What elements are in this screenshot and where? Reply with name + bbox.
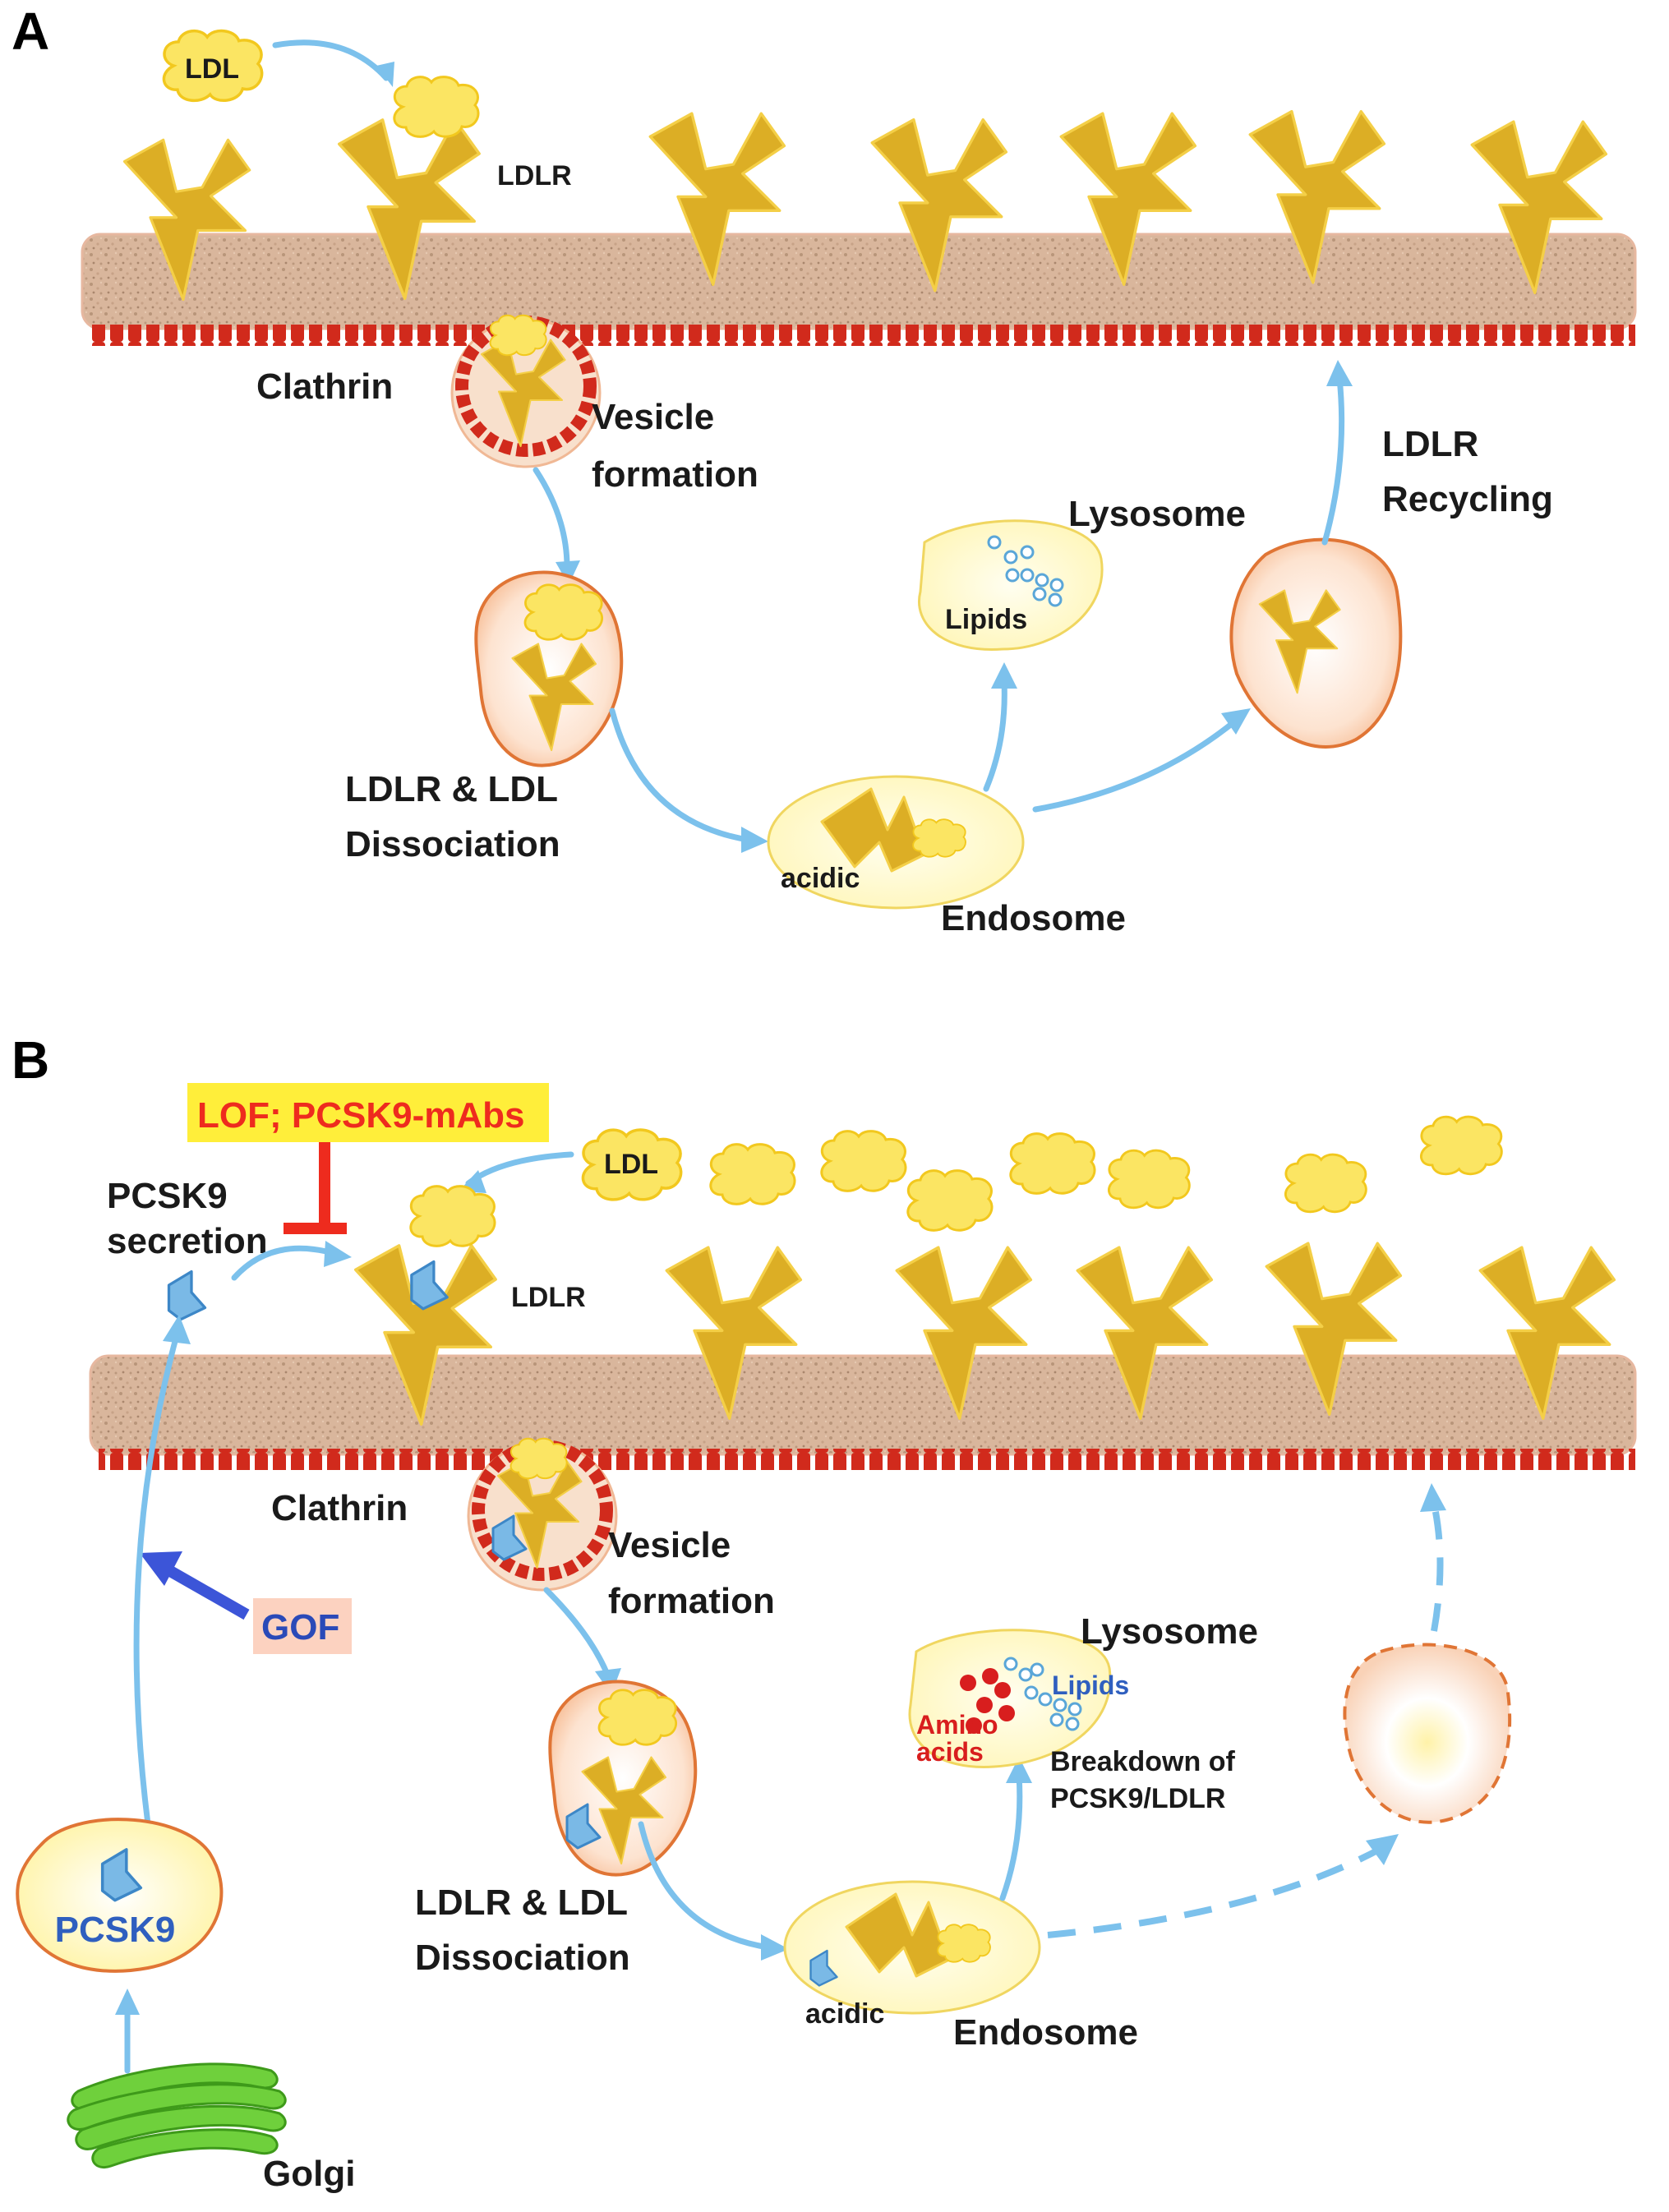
arrowhead-icon [1006, 1757, 1032, 1783]
gof-arrowhead-icon [140, 1551, 182, 1586]
dissociation-label-a-1: LDLR & LDL [345, 769, 558, 809]
dissociation-label-a-2: Dissociation [345, 824, 560, 864]
ldl-particle-icon [1009, 1132, 1096, 1195]
panel-b-label: B [12, 1030, 49, 1090]
breakdown-label-2: PCSK9/LDLR [1050, 1783, 1225, 1814]
gof-label: GOF [261, 1607, 339, 1647]
dashed-arrow-degraded-b [1047, 1846, 1382, 1938]
arrow-to-vesicle-b [543, 1587, 611, 1680]
arrow-to-endosome-a [609, 707, 751, 843]
dashed-arrow-recycling-b [1431, 1503, 1444, 1632]
clathrin-label-a: Clathrin [256, 366, 393, 407]
gof-arrow-shaft [157, 1560, 250, 1620]
arrow-to-vesicle-a [533, 467, 570, 570]
lysosome-label-a: Lysosome [1068, 494, 1246, 534]
amino-label-b-1: Amino [916, 1710, 998, 1740]
empty-vesicle-b [1343, 1643, 1512, 1824]
amino-acid-dots-icon [960, 1668, 1015, 1734]
ldl-label-b: LDL [604, 1149, 658, 1180]
vesicle-formation-label-b-1: Vesicle [608, 1525, 731, 1565]
cell-membrane-a [81, 233, 1637, 330]
lipids-label-b: Lipids [1052, 1671, 1129, 1700]
ldl-particle-icon [409, 1185, 496, 1247]
arrowhead-icon [556, 560, 580, 585]
arrow-to-lysosome-b [999, 1772, 1023, 1901]
clathrin-layer-b [99, 1449, 1635, 1470]
pcsk9-label: PCSK9 [55, 1910, 176, 1950]
ldl-particle-icon [1419, 1115, 1503, 1176]
lof-highlight [187, 1083, 549, 1142]
arrowhead-icon [1420, 1483, 1446, 1512]
cell-membrane-b [89, 1354, 1637, 1456]
pcsk9-secretion-label-2: secretion [107, 1221, 268, 1261]
arrow-to-recycling-vesicle-a [1032, 720, 1236, 813]
vesicle-formation-label-b-2: formation [608, 1581, 775, 1621]
vesicle-formation-label-a-2: formation [592, 454, 758, 495]
clathrin-layer-a [90, 325, 1635, 346]
arrow-to-lysosome-a [983, 679, 1007, 792]
lof-label: LOF; PCSK9-mAbs [197, 1095, 524, 1136]
lipid-droplets-icon [987, 535, 1064, 607]
ldl-particle-icon [709, 1143, 796, 1205]
arrowhead-icon [1326, 360, 1353, 386]
arrowhead-icon [1366, 1834, 1399, 1865]
ldl-label-a: LDL [185, 53, 239, 85]
amino-label-b-2: acids [916, 1737, 984, 1767]
panel-a-label: A [12, 2, 49, 61]
pcsk9-icon [167, 1270, 207, 1321]
arrowhead-icon [991, 662, 1017, 689]
arrowhead-icon [163, 1315, 191, 1344]
ldl-particle-icon [937, 1924, 992, 1963]
golgi-label: Golgi [263, 2154, 355, 2194]
arrow-recycling-to-membrane-a [1321, 375, 1345, 546]
arrow-pcsk9-to-ldlr [231, 1245, 336, 1281]
lysosome-b [908, 1629, 1112, 1768]
arrow-to-endosome-b [638, 1821, 772, 1951]
vesicle-formation-label-a-1: Vesicle [592, 397, 714, 437]
arrowhead-icon [1221, 708, 1251, 735]
recycling-label-a-1: LDLR [1382, 424, 1478, 464]
ldlr-label-b: LDLR [511, 1282, 586, 1313]
lipids-label-a: Lipids [945, 604, 1027, 635]
lysosome-a [918, 519, 1104, 651]
ldl-particle-icon [489, 314, 547, 357]
ldl-particle-icon [912, 818, 967, 858]
acidic-label-a: acidic [781, 863, 860, 894]
ldl-particle-icon [1107, 1149, 1191, 1210]
arrowhead-icon [761, 1934, 789, 1961]
ldl-particle-icon [509, 1437, 568, 1480]
ldl-particle-icon [393, 76, 480, 138]
acidic-label-b: acidic [805, 1998, 884, 2030]
golgi-icon [67, 2062, 287, 2169]
dissociation-label-b-2: Dissociation [415, 1938, 630, 1978]
arrowhead-icon [741, 827, 768, 853]
lysosome-label-b: Lysosome [1081, 1611, 1258, 1652]
arrow-ldl-binding-a [272, 39, 390, 81]
arrowhead-icon [376, 62, 394, 87]
arrowhead-icon [115, 1988, 140, 2015]
ldl-particle-icon [523, 583, 604, 641]
ldl-particle-icon [906, 1169, 994, 1232]
ldlr-label-a: LDLR [497, 160, 572, 191]
arrow-secretion-upward [133, 1332, 180, 1827]
clathrin-label-b: Clathrin [271, 1488, 408, 1528]
ldl-particle-icon [1284, 1153, 1367, 1214]
recycling-label-a-2: Recycling [1382, 479, 1553, 519]
ldl-particle-icon [820, 1130, 907, 1192]
ldl-particle-icon [597, 1689, 678, 1746]
endosome-label-b: Endosome [953, 2012, 1138, 2053]
pcsk9-secretion-label-1: PCSK9 [107, 1176, 228, 1216]
dissociation-label-b-1: LDLR & LDL [415, 1883, 628, 1923]
gof-highlight [253, 1598, 352, 1654]
lipid-droplets-icon [1003, 1657, 1082, 1731]
arrow-ldl-binding-b [465, 1151, 574, 1187]
breakdown-label-1: Breakdown of [1050, 1746, 1235, 1777]
endosome-label-a: Endosome [941, 898, 1126, 938]
arrowhead-icon [324, 1241, 352, 1267]
